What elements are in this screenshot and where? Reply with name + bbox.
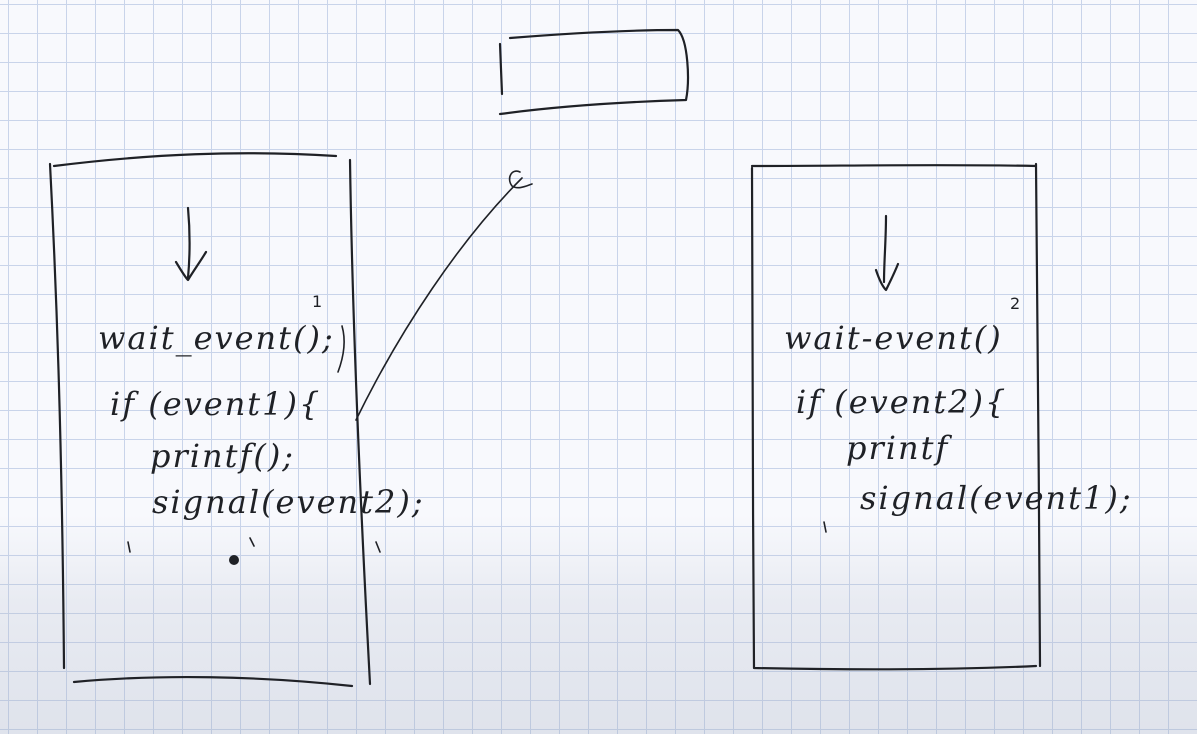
- right-line-1: wait-event(): [784, 319, 1003, 357]
- connector-line: [355, 177, 523, 421]
- left-down-arrow-icon: [174, 206, 208, 282]
- stray-mark: [127, 541, 131, 553]
- stray-mark: [375, 541, 381, 553]
- bracket-mark: [337, 325, 345, 373]
- stray-mark: [249, 537, 255, 547]
- left-line-2: if (event1){: [110, 385, 322, 423]
- dot-mark: [229, 555, 239, 565]
- stray-mark: [823, 521, 827, 533]
- left-line-3: printf();: [150, 437, 296, 475]
- left-superscript: 1: [312, 292, 323, 311]
- right-down-arrow-icon: [874, 214, 900, 292]
- top-rectangle: [498, 28, 690, 116]
- connector-hook: [508, 170, 533, 189]
- right-superscript: 2: [1010, 294, 1021, 313]
- right-line-4: signal(event1);: [860, 479, 1133, 517]
- right-box: [750, 162, 1042, 671]
- right-line-2: if (event2){: [796, 383, 1008, 421]
- left-box: [48, 152, 372, 688]
- right-line-3: printf: [846, 429, 950, 467]
- left-line-4: signal(event2);: [152, 483, 425, 521]
- left-line-1: wait_event();: [98, 319, 335, 357]
